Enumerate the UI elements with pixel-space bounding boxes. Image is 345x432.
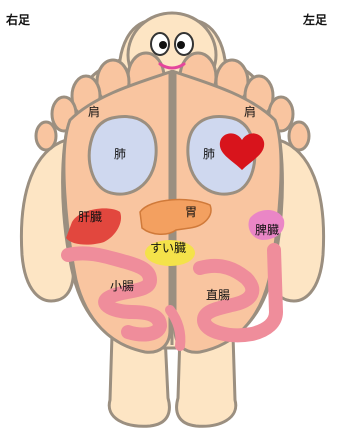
label-rectum: 直腸	[206, 288, 230, 302]
label-shoulder-right: 肩	[88, 104, 100, 119]
label-lung-right: 肺	[114, 147, 126, 161]
label-spleen: 脾臓	[255, 222, 279, 237]
right-foot-label: 右足	[5, 12, 30, 27]
left-foot-label: 左足	[302, 12, 327, 27]
label-lung-left: 肺	[203, 147, 215, 161]
label-liver: 肝臓	[78, 210, 102, 224]
right-pupil	[177, 41, 185, 49]
label-stomach: 胃	[185, 205, 197, 219]
toe-right-5	[36, 122, 56, 150]
left-pupil	[159, 41, 167, 49]
label-small-intestine: 小腸	[110, 279, 134, 293]
toe-left-5	[289, 122, 309, 150]
label-pancreas: すい臓	[150, 241, 186, 255]
label-shoulder-left: 肩	[244, 104, 256, 119]
